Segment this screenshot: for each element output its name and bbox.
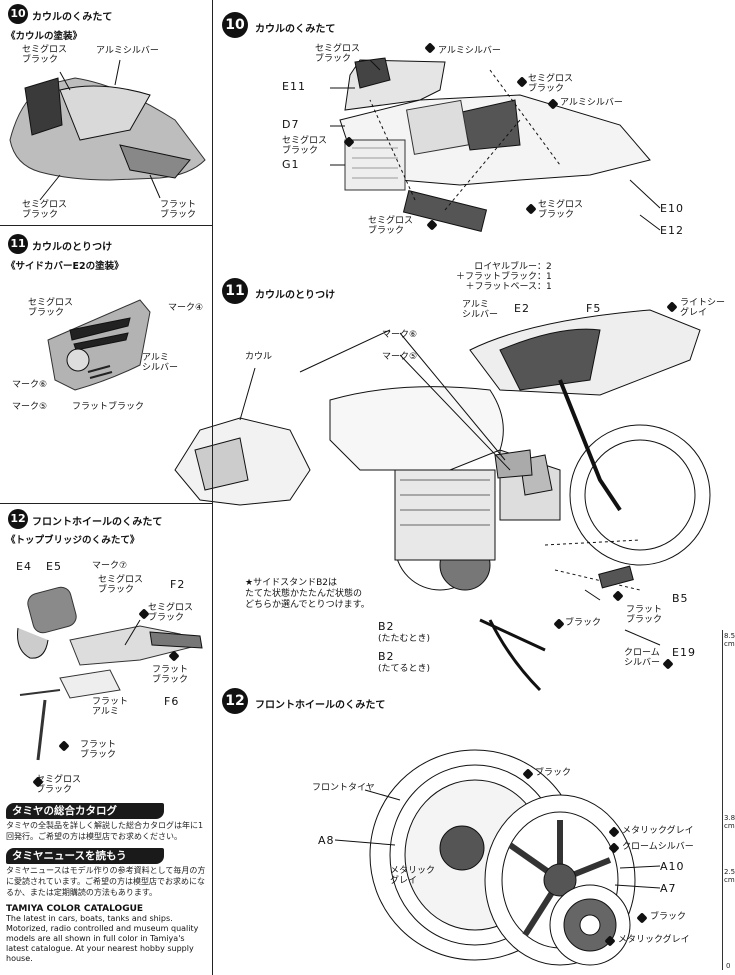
- catalog-text: タミヤの全製品を詳しく解説した総合カタログは年に1回発行。ご希望の方は模型店でお…: [6, 821, 204, 841]
- part-note: (たてるとき): [378, 664, 431, 674]
- paint-label: クロームシルバー: [622, 842, 694, 852]
- paint-label: フラット ブラック: [626, 605, 663, 625]
- part-number: B2: [378, 620, 395, 633]
- part-number: D7: [282, 118, 300, 131]
- ruler-label: 2.5 cm: [724, 868, 735, 884]
- step-subtitle: 《トップブリッジのくみたて》: [6, 535, 140, 546]
- paint-label: セミグロス ブラック: [538, 200, 584, 220]
- paint-label: セミグロス ブラック: [315, 44, 361, 64]
- paint-label: フラット ブラック: [160, 200, 197, 220]
- part-label: フロントタイヤ: [312, 783, 375, 793]
- section-divider: [0, 225, 212, 226]
- step-number: 11: [222, 278, 248, 304]
- news-text: タミヤニュースはモデル作りの参考資料として毎月の方に愛読されています。ご希望の方…: [6, 866, 206, 897]
- paint-label: アルミシルバー: [96, 46, 159, 56]
- part-label: カウル: [245, 352, 273, 362]
- paint-label: メタリックグレイ: [618, 935, 690, 945]
- section-divider: [0, 503, 212, 504]
- paint-label: メタリックグレイ: [622, 826, 694, 836]
- paint-label: フラット ブラック: [80, 740, 117, 760]
- paint-label: セミグロス ブラック: [28, 298, 74, 318]
- paint-label: ライトシー グレイ: [680, 298, 726, 318]
- paint-label: ブラック: [650, 912, 687, 922]
- part-number: E11: [282, 80, 306, 93]
- step-subtitle: 《サイドカバーE2の塗装》: [6, 261, 124, 272]
- paint-label: セミグロス ブラック: [22, 200, 68, 220]
- stand-note: ★サイドスタンドB2は たてた状態かたたんだ状態の どちらか選んでとりつけます。: [245, 578, 370, 610]
- english-catalog-text: The latest in cars, boats, tanks and shi…: [6, 914, 199, 963]
- paint-label: フラットブラック: [72, 402, 145, 412]
- mark-label: マーク④: [168, 303, 204, 313]
- part-number: A7: [660, 882, 677, 895]
- ruler-label: 8.5 cm: [724, 632, 735, 648]
- paint-label: ブラック: [565, 618, 602, 628]
- part-number: E19: [672, 646, 696, 659]
- paint-label: セミグロス ブラック: [282, 136, 328, 156]
- mark-label: マーク⑤: [382, 352, 418, 362]
- ruler-label: 3.8 cm: [724, 814, 735, 830]
- paint-label: クローム シルバー: [624, 648, 661, 668]
- part-number: G1: [282, 158, 300, 171]
- part-number: A8: [318, 834, 335, 847]
- paint-label: セミグロス ブラック: [98, 575, 144, 595]
- part-number: E2: [514, 302, 530, 315]
- step-number: 11: [8, 234, 28, 254]
- part-number: B2: [378, 650, 395, 663]
- paint-label: フラット ブラック: [152, 665, 189, 685]
- step-title: フロントホイールのくみたて: [32, 517, 163, 528]
- part-note: (たたむとき): [378, 634, 431, 644]
- part-number: F5: [586, 302, 602, 315]
- ruler-line: [722, 630, 723, 970]
- paint-label: セミグロス ブラック: [368, 216, 414, 236]
- mark-label: マーク⑥: [12, 380, 48, 390]
- paint-label: フラット アルミ: [92, 697, 129, 717]
- paint-label: セミグロス ブラック: [22, 45, 68, 65]
- paint-label: メタリック グレイ: [390, 866, 436, 886]
- news-banner: タミヤニュースを読もう: [6, 848, 164, 864]
- paint-label: セミグロス ブラック: [528, 74, 574, 94]
- paint-label: ブラック: [535, 768, 572, 778]
- part-number: F6: [164, 695, 180, 708]
- paint-label: アルミシルバー: [560, 98, 623, 108]
- paint-label: ロイヤルブルー：2 ＋フラットブラック：1 ＋フラットベース：1: [456, 262, 552, 292]
- mark-label: マーク⑦: [92, 561, 128, 571]
- mark-label: マーク⑥: [382, 330, 418, 340]
- part-number: E12: [660, 224, 684, 237]
- paint-label: セミグロス ブラック: [148, 603, 194, 623]
- step-number: 10: [222, 12, 248, 38]
- part-number: B5: [672, 592, 689, 605]
- catalog-banner: タミヤの総合カタログ: [6, 803, 164, 819]
- part-number: A10: [660, 860, 685, 873]
- step-title: カウルのくみたて: [255, 24, 336, 35]
- step-title: カウルのくみたて: [32, 12, 113, 23]
- english-catalog-title: TAMIYA COLOR CATALOGUE: [6, 904, 144, 914]
- step-title: カウルのとりつけ: [32, 242, 113, 253]
- step-title: フロントホイールのくみたて: [255, 700, 386, 711]
- ruler-label: 0: [726, 962, 731, 970]
- part-number: F2: [170, 578, 186, 591]
- column-divider: [212, 0, 213, 975]
- paint-label: アルミ シルバー: [462, 300, 499, 320]
- paint-label: アルミ シルバー: [142, 353, 179, 373]
- paint-label: アルミシルバー: [438, 46, 501, 56]
- part-number: E10: [660, 202, 684, 215]
- step-number: 10: [8, 4, 28, 24]
- mark-label: マーク⑤: [12, 402, 48, 412]
- step-title: カウルのとりつけ: [255, 290, 336, 301]
- paint-label: セミグロス ブラック: [36, 775, 82, 795]
- part-number: E5: [46, 560, 62, 573]
- english-catalog: TAMIYA COLOR CATALOGUE The latest in car…: [6, 904, 206, 964]
- step-subtitle: 《カウルの塗装》: [6, 31, 83, 42]
- step-number: 12: [8, 509, 28, 529]
- part-number: E4: [16, 560, 32, 573]
- step-number: 12: [222, 688, 248, 714]
